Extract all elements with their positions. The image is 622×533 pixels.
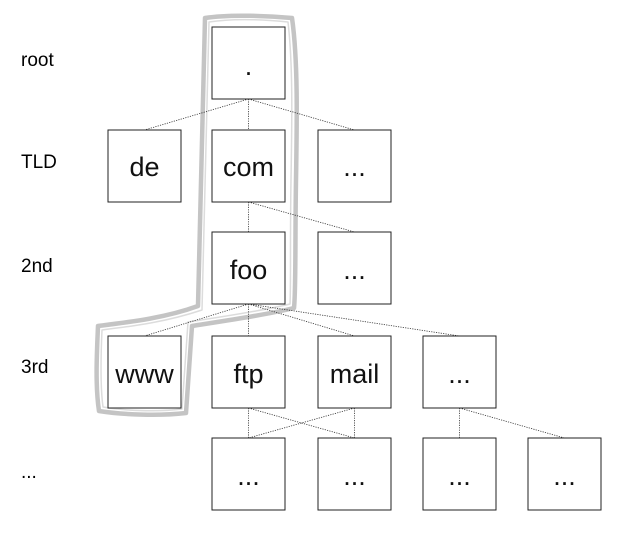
node-mail-label: mail: [330, 359, 380, 389]
node-second-more-label: ...: [343, 255, 366, 285]
highlighted-path: [94, 13, 300, 417]
node-leaf-4: ...: [527, 437, 602, 511]
node-mail: mail: [317, 335, 392, 409]
node-leaf-2: ...: [317, 437, 392, 511]
node-leaf-4-label: ...: [553, 461, 576, 491]
nodes: . de com ... foo ... www ftp: [107, 26, 602, 511]
node-ftp-label: ftp: [233, 359, 263, 389]
level-label-more: ...: [21, 462, 37, 483]
edge-third_more-leaf_4: [459, 407, 565, 439]
node-third-more-label: ...: [448, 359, 471, 389]
edge-ftp-leaf_2: [248, 407, 355, 439]
node-com: com: [211, 129, 286, 203]
edge-mail-leaf_1: [248, 407, 355, 439]
edge-foo-third_more: [248, 303, 460, 337]
level-label-2nd: 2nd: [21, 256, 53, 277]
node-leaf-2-label: ...: [343, 461, 366, 491]
edge-root-de: [144, 98, 249, 131]
node-tld-more-label: ...: [343, 152, 366, 182]
node-root: .: [211, 26, 286, 100]
level-label-3rd: 3rd: [21, 357, 48, 378]
node-third-more: ...: [422, 335, 497, 409]
node-www-label: www: [114, 359, 174, 389]
node-leaf-3: ...: [422, 437, 497, 511]
node-second-more: ...: [317, 231, 392, 305]
level-label-tld: TLD: [21, 152, 57, 173]
node-foo: foo: [211, 231, 286, 305]
level-labels: root TLD 2nd 3rd ...: [21, 50, 57, 483]
highlight-outline: [94, 13, 300, 417]
node-leaf-1: ...: [211, 437, 286, 511]
node-www: www: [107, 335, 182, 409]
node-leaf-3-label: ...: [448, 461, 471, 491]
edges: [144, 98, 565, 439]
highlight-outline-inner: [100, 18, 293, 412]
edge-root-tld_more: [248, 98, 355, 131]
node-root-label: .: [245, 51, 253, 81]
edge-foo-mail: [248, 303, 355, 337]
node-ftp: ftp: [211, 335, 286, 409]
node-foo-label: foo: [230, 255, 268, 285]
node-leaf-1-label: ...: [237, 461, 260, 491]
level-label-root: root: [21, 50, 54, 71]
node-de: de: [107, 129, 182, 203]
node-de-label: de: [129, 152, 159, 182]
node-com-label: com: [223, 152, 274, 182]
node-tld-more: ...: [317, 129, 392, 203]
edge-com-second_more: [248, 201, 355, 233]
